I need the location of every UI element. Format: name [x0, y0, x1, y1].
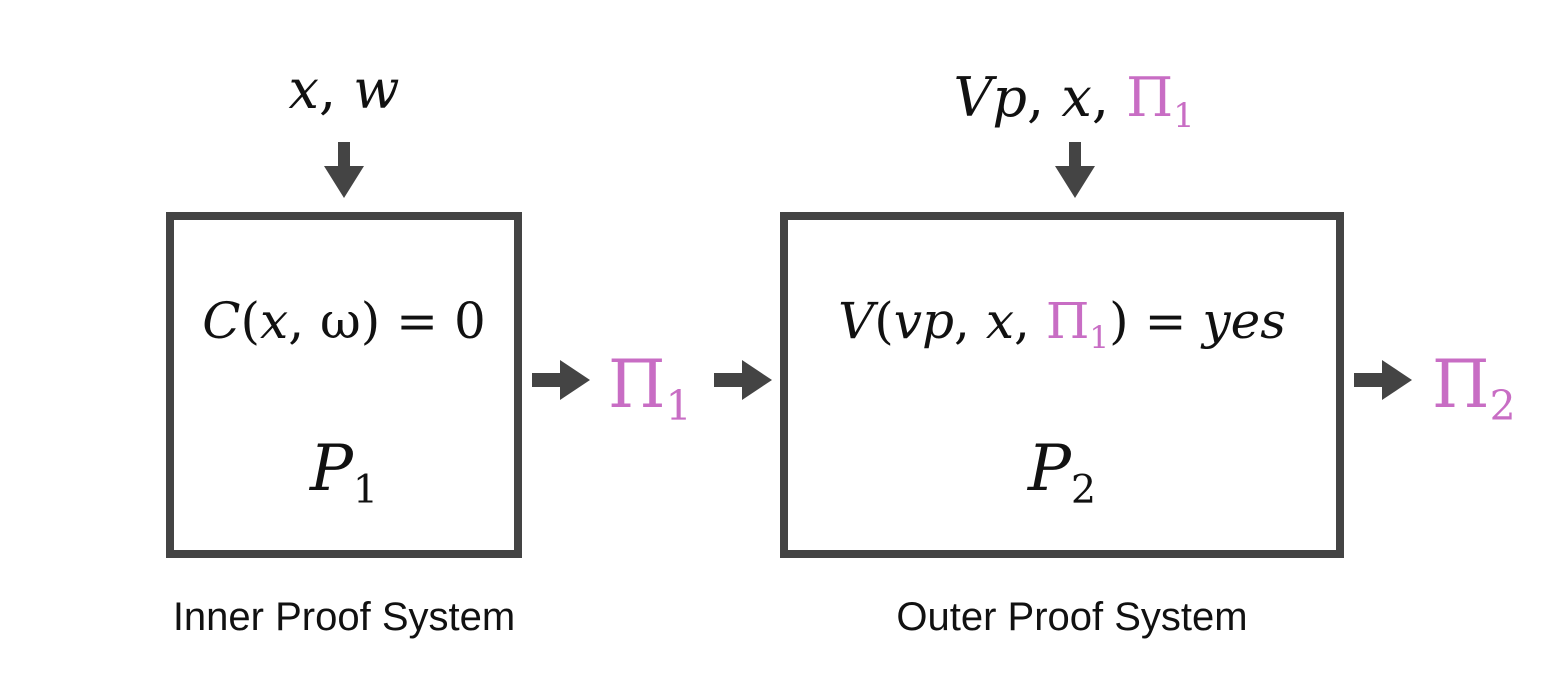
inner-prover-label: P1 — [309, 432, 379, 513]
outer-prover-label: P2 — [1027, 432, 1097, 513]
pi1-output-label: Π1 — [608, 346, 692, 431]
inner-prover-box — [166, 212, 522, 558]
outer-prover-box — [780, 212, 1344, 558]
outer-input-x: x — [1061, 66, 1092, 129]
pi2-output-label: Π2 — [1432, 346, 1516, 431]
inner-caption: Inner Proof System — [172, 595, 516, 639]
inner-input-w: w — [353, 58, 400, 121]
outer-output-arrow — [1354, 360, 1412, 400]
inner-output-arrow — [532, 360, 590, 400]
outer-feed-arrow — [714, 360, 772, 400]
inner-input-x: x — [288, 58, 319, 121]
inner-input-label: x, w — [288, 58, 400, 121]
outer-input-vp: Vp — [953, 66, 1028, 129]
outer-input-arrow — [1055, 142, 1095, 198]
inner-constraint-equation: C(x, ω) = 0 — [202, 292, 486, 350]
outer-verifier-equation: V(vp, x, Π1) = yes — [838, 292, 1286, 356]
outer-input-pi1: Π — [1126, 66, 1174, 129]
outer-input-label: Vp, x, Π1 — [953, 66, 1195, 135]
outer-caption: Outer Proof System — [896, 595, 1248, 639]
inner-input-arrow — [324, 142, 364, 198]
